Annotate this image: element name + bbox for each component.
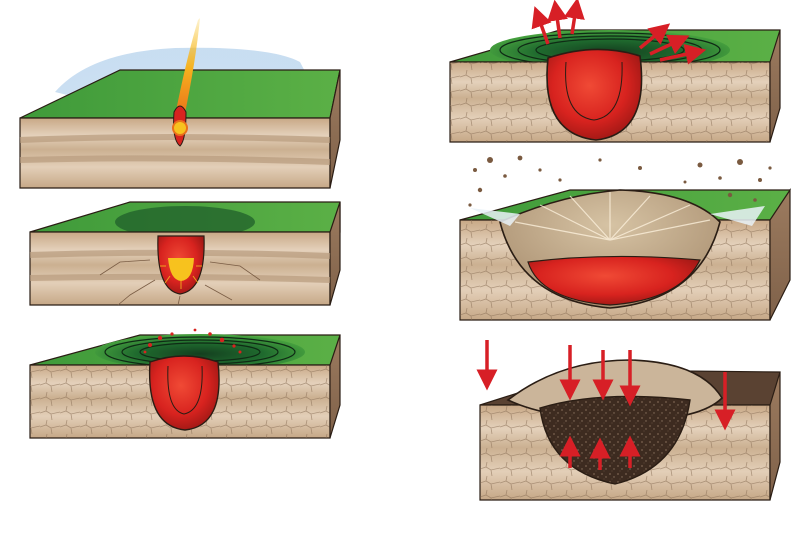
collapse-arrows bbox=[476, 340, 736, 470]
panel-1-impact-entry bbox=[19, 18, 341, 189]
panel-2-contact-compression bbox=[29, 201, 341, 306]
panel-6-modification-collapse bbox=[476, 340, 781, 501]
panel-4-excavation-flow bbox=[449, 0, 781, 143]
radial-cracks bbox=[99, 259, 261, 306]
expanding-cavity bbox=[148, 355, 220, 431]
impact-point bbox=[172, 120, 188, 136]
meteor-trail bbox=[175, 18, 200, 119]
panel-3-excavation-begins bbox=[29, 328, 341, 439]
expanding-cavity bbox=[546, 48, 643, 141]
ejecta-curtain bbox=[470, 206, 765, 226]
ejecta-arrows bbox=[531, 0, 707, 65]
panel-5-ejecta-curtain bbox=[459, 155, 791, 321]
ejecta-spray bbox=[143, 328, 242, 354]
debris-particles bbox=[468, 155, 772, 207]
